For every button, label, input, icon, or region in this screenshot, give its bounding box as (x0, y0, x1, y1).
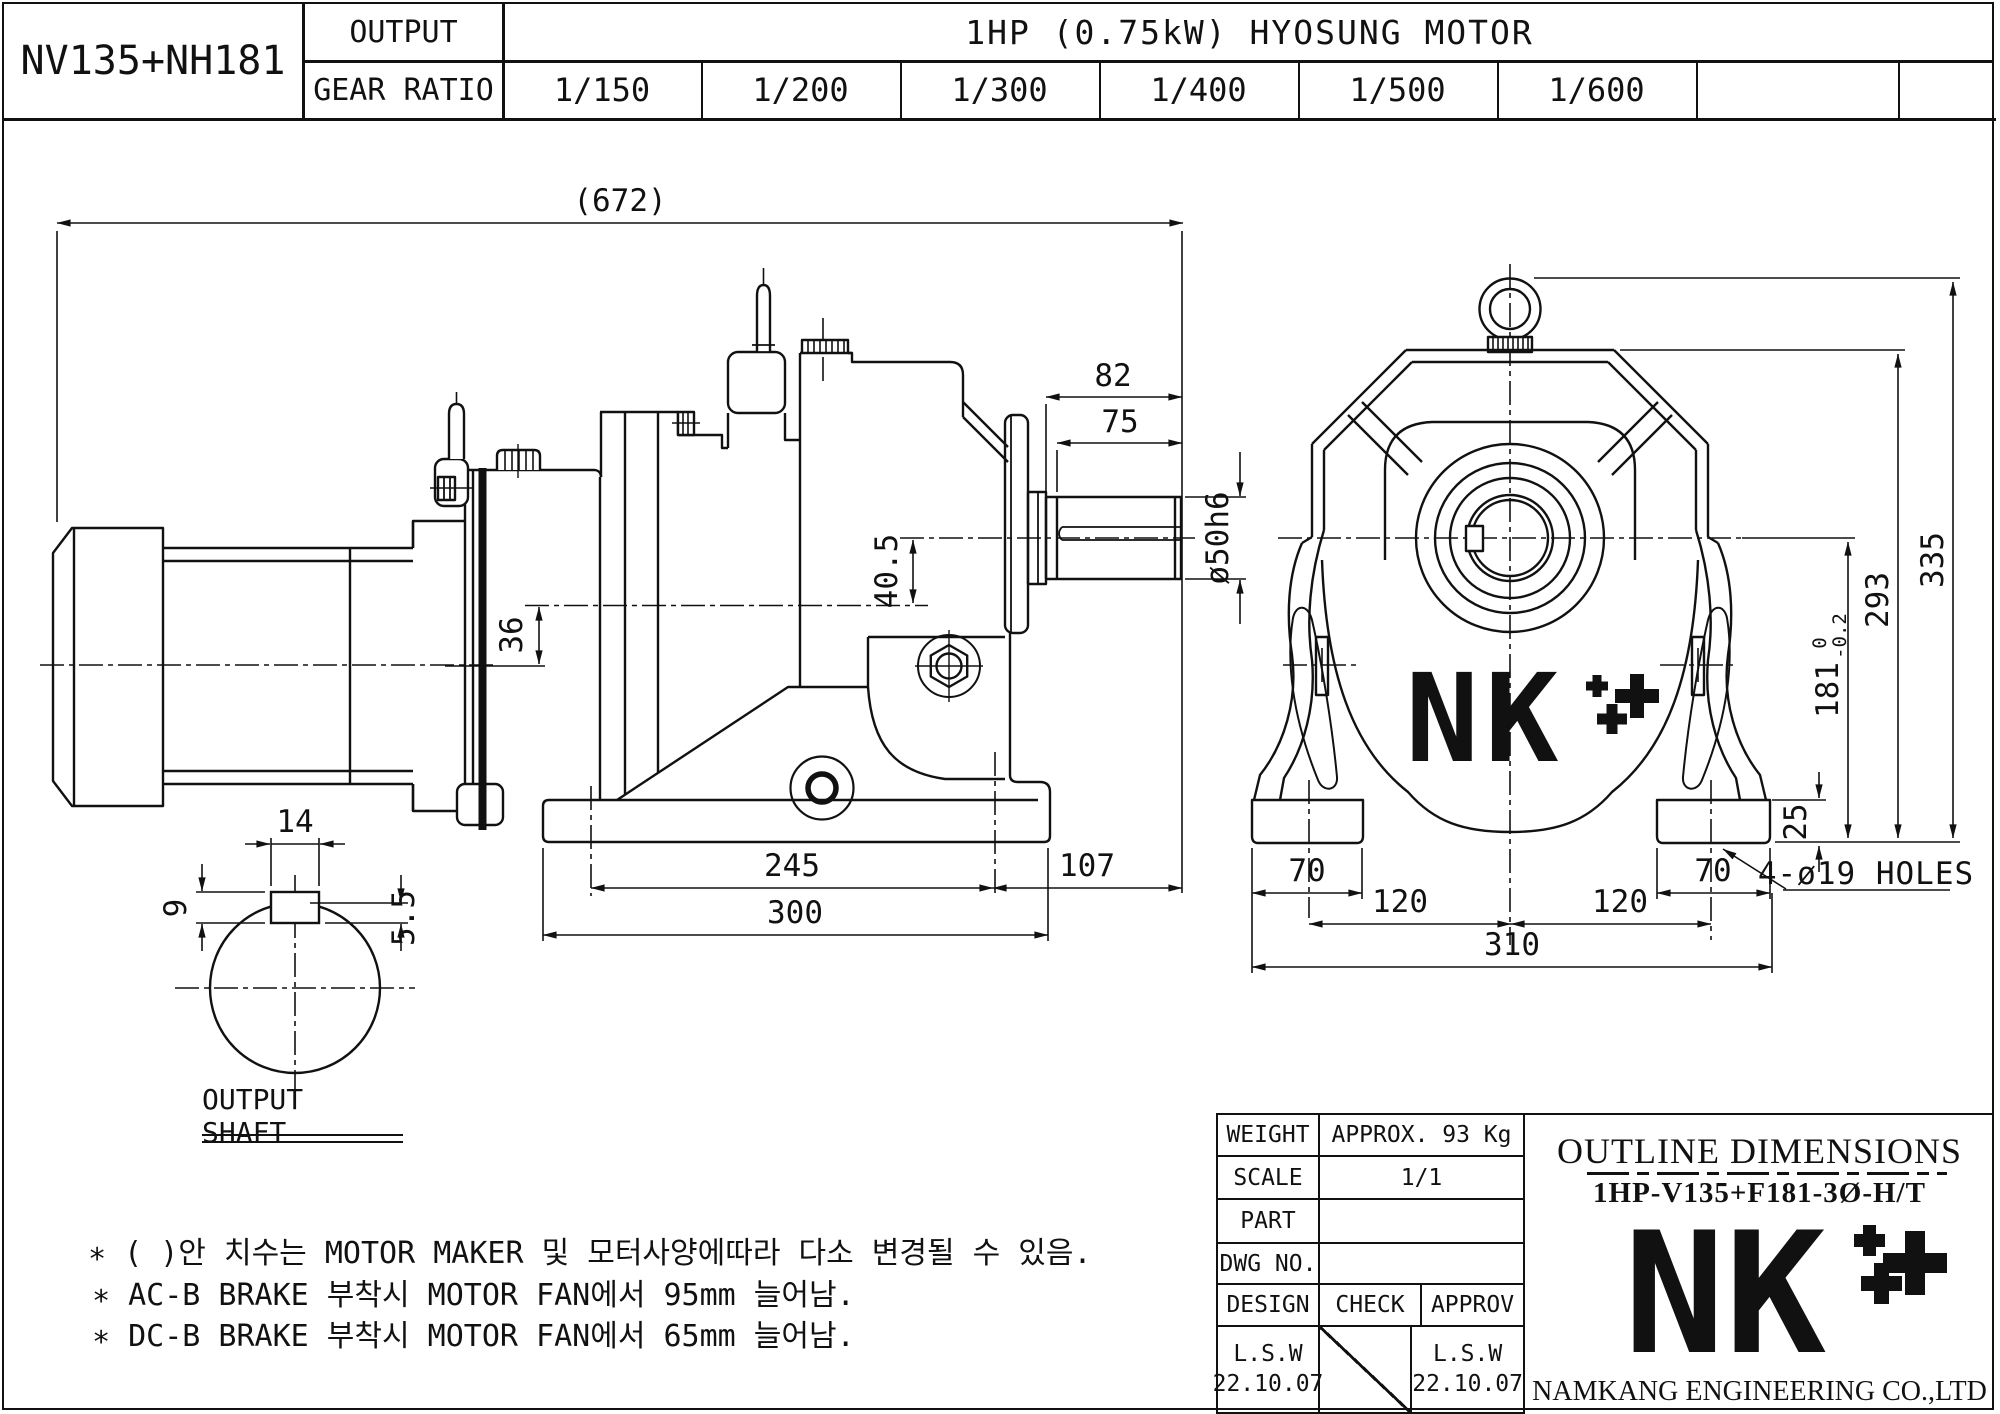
approv-label: APPROV (1422, 1285, 1525, 1327)
dim-405: 40.5 (869, 534, 905, 609)
title-block: WEIGHT APPROX. 93 Kg SCALE 1/1 PART DWG … (1213, 1113, 1994, 1414)
part-value (1320, 1200, 1525, 1244)
check-label: CHECK (1320, 1285, 1422, 1327)
dim-181-tol-upper: 0 (1809, 637, 1831, 648)
dim-key-width: 14 (276, 804, 313, 840)
dwg-label: DWG NO. (1218, 1244, 1320, 1285)
scale-label: SCALE (1218, 1157, 1320, 1200)
gear-ratio-label: GEAR RATIO (313, 72, 494, 108)
note-1: ∗ ( )안 치수는 MOTOR MAKER 및 모터사양에따라 다소 변경될 … (88, 1236, 1092, 1271)
logo-plus-mid (1597, 704, 1627, 734)
dim-overall: (672) (573, 183, 666, 219)
dim-36: 36 (494, 616, 530, 653)
ratio-400: 1/400 (1150, 71, 1247, 109)
output-label: OUTPUT (349, 14, 458, 50)
dim-holes: 4-ø19 HOLES (1758, 856, 1974, 892)
dim-key-height: 9 (158, 899, 194, 918)
dim-70-left: 70 (1288, 853, 1325, 889)
dim-245: 245 (764, 848, 820, 884)
dimension-texts: (672) 82 75 ø50h6 40.5 36 245 107 300 14… (158, 183, 1974, 963)
note-2: ∗ AC-B BRAKE 부착시 MOTOR FAN에서 95mm 늘어남. (92, 1278, 855, 1313)
dim-75: 75 (1101, 404, 1138, 440)
side-view (51, 283, 1183, 844)
dim-300: 300 (767, 895, 823, 931)
dim-key-depth: 5.5 (386, 890, 422, 946)
company-logo-text: NK (1624, 1220, 1826, 1370)
scale-value: 1/1 (1320, 1157, 1525, 1200)
shaft-detail-label: OUTPUT SHAFT (202, 1083, 304, 1149)
design-label: DESIGN (1218, 1285, 1320, 1327)
model-label: NV135+NH181 (20, 38, 286, 84)
dim-70-right: 70 (1694, 853, 1731, 889)
ratio-500: 1/500 (1349, 71, 1446, 109)
part-label: PART (1218, 1200, 1320, 1244)
approv-signature: L.S.W 22.10.07 (1412, 1327, 1525, 1414)
logo-plus-small (1586, 675, 1608, 697)
front-view (1250, 277, 1772, 845)
dim-dia: ø50h6 (1200, 491, 1236, 584)
dim-120-right: 120 (1592, 884, 1648, 920)
design-signature: L.S.W 22.10.07 (1213, 1327, 1323, 1414)
weight-label: WEIGHT (1218, 1115, 1320, 1157)
output-shaft-detail (208, 890, 382, 1075)
dim-310: 310 (1484, 927, 1540, 963)
dim-25: 25 (1778, 803, 1814, 840)
dim-335: 335 (1915, 532, 1951, 588)
motor-title-cell: 1HP (0.75kW) HYOSUNG MOTOR (505, 4, 1994, 60)
dim-120-left: 120 (1372, 884, 1428, 920)
dim-107: 107 (1059, 848, 1115, 884)
output-cell: OUTPUT (305, 4, 502, 60)
doc-title-underline (1587, 1172, 1947, 1175)
front-logo-text: NK (1406, 648, 1565, 790)
dim-293: 293 (1860, 572, 1896, 628)
model-cell: NV135+NH181 (4, 4, 302, 118)
part-number: 1HP-V135+F181-3Ø-H/T (1593, 1176, 1926, 1209)
dim-82: 82 (1094, 358, 1131, 394)
motor-title: 1HP (0.75kW) HYOSUNG MOTOR (965, 12, 1534, 52)
front-logo: NK (1406, 648, 1659, 790)
dim-181-tol-lower: -0.2 (1829, 613, 1851, 659)
note-3: ∗ DC-B BRAKE 부착시 MOTOR FAN에서 65mm 늘어남. (92, 1319, 855, 1354)
dimensions (56, 219, 1960, 973)
doc-title: OUTLINE DIMENSIONS (1557, 1131, 1962, 1171)
shaft-label-underline (202, 1134, 403, 1143)
logo-plus-large (1615, 674, 1659, 718)
ratio-600: 1/600 (1548, 71, 1645, 109)
check-signature (1320, 1327, 1413, 1414)
company-logo: NK (1525, 1196, 1994, 1392)
ratio-300: 1/300 (951, 71, 1048, 109)
dwg-value (1320, 1244, 1525, 1285)
dim-181: 181 (1810, 662, 1846, 718)
gear-ratio-cell: GEAR RATIO (305, 62, 502, 118)
company-name: NAMKANG ENGINEERING CO.,LTD (1532, 1376, 1987, 1407)
weight-value: APPROX. 93 Kg (1320, 1115, 1525, 1157)
ratio-150: 1/150 (553, 71, 651, 109)
dim-181-group: 181 0 -0.2 (1809, 613, 1851, 718)
ratio-200: 1/200 (752, 71, 849, 109)
